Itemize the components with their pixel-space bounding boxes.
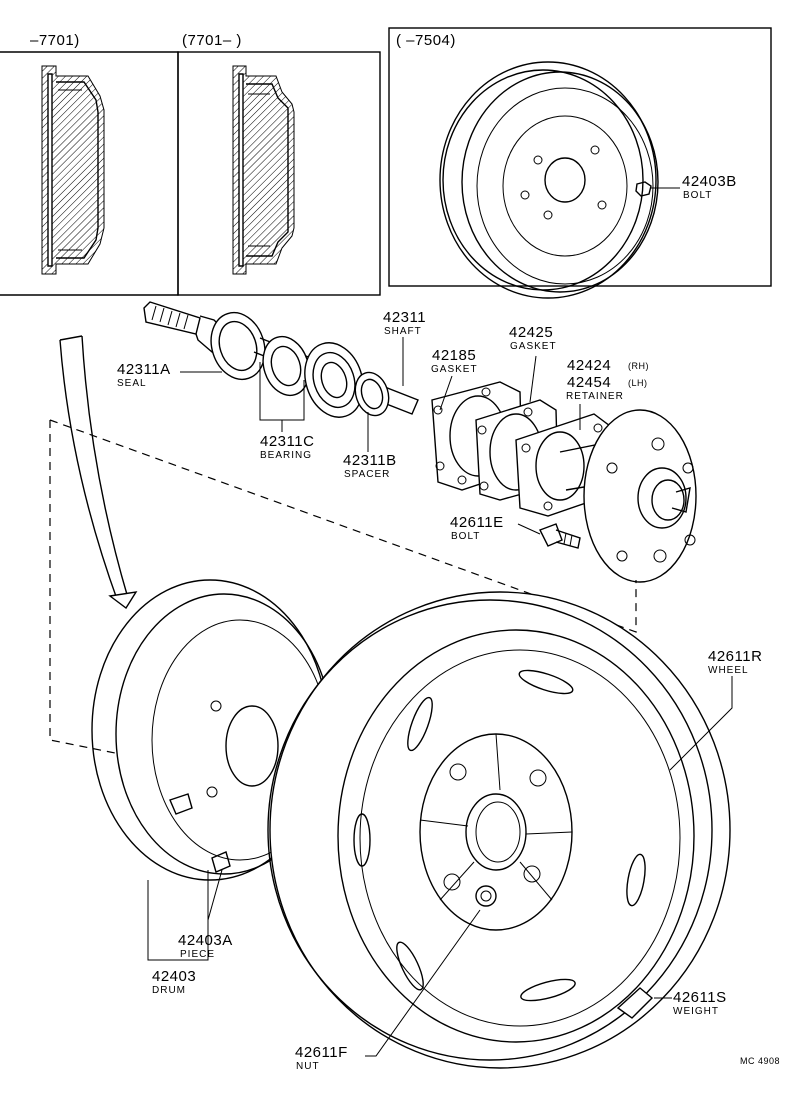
axle-hub-flange: [583, 409, 697, 583]
assembly-arrow: [59, 335, 138, 610]
dashed-assembly-outline: [49, 419, 637, 755]
drum-section-early: [41, 65, 105, 275]
part-number: 42425: [509, 324, 554, 341]
part-name: BEARING: [260, 450, 313, 461]
part-name: WHEEL: [708, 665, 749, 676]
part-number: 42611F: [295, 1044, 348, 1061]
part-number: 42311B: [343, 452, 397, 469]
part-name: WEIGHT: [673, 1006, 719, 1017]
variant-label-1: –7701): [30, 32, 80, 49]
part-name: PIECE: [180, 949, 216, 960]
part-name: BOLT: [683, 190, 713, 201]
part-name: NUT: [296, 1061, 320, 1072]
part-name: SEAL: [117, 378, 147, 389]
variant-label-3: ( –7504): [396, 32, 456, 49]
part-number: 42424: [567, 357, 612, 374]
variant-box-2: [177, 51, 381, 296]
part-name: DRUM: [152, 985, 186, 996]
variant-label-2: (7701– ): [182, 32, 242, 49]
part-number: 42403B: [682, 173, 737, 190]
part-number: 42311A: [117, 361, 171, 378]
part-number: 42454: [567, 374, 612, 391]
part-name: SHAFT: [384, 326, 422, 337]
part-number: 42311C: [260, 433, 315, 450]
part-name: SPACER: [344, 469, 391, 480]
drum-section-late: [232, 65, 295, 275]
part-name: BOLT: [451, 531, 481, 542]
part-side: (RH): [628, 361, 649, 371]
hub-bolt: [539, 523, 581, 549]
part-number: 42185: [432, 347, 477, 364]
part-side: (LH): [628, 378, 648, 388]
part-number: 42403A: [178, 932, 233, 949]
footer-code: MC 4908: [740, 1056, 781, 1066]
road-wheel: [267, 591, 731, 1069]
part-number: 42611E: [450, 514, 504, 531]
part-number: 42611R: [708, 648, 763, 665]
brake-drum-variant: [439, 61, 680, 299]
part-number: 42611S: [673, 989, 727, 1006]
part-name: GASKET: [510, 341, 557, 352]
part-name: GASKET: [431, 364, 478, 375]
part-name: RETAINER: [566, 391, 624, 402]
leader-lines: [147, 337, 733, 1057]
part-number: 42311: [383, 309, 427, 326]
part-number: 42403: [152, 968, 197, 985]
axle-shaft-assembly: [143, 301, 419, 418]
variant-box-3: [388, 27, 772, 287]
